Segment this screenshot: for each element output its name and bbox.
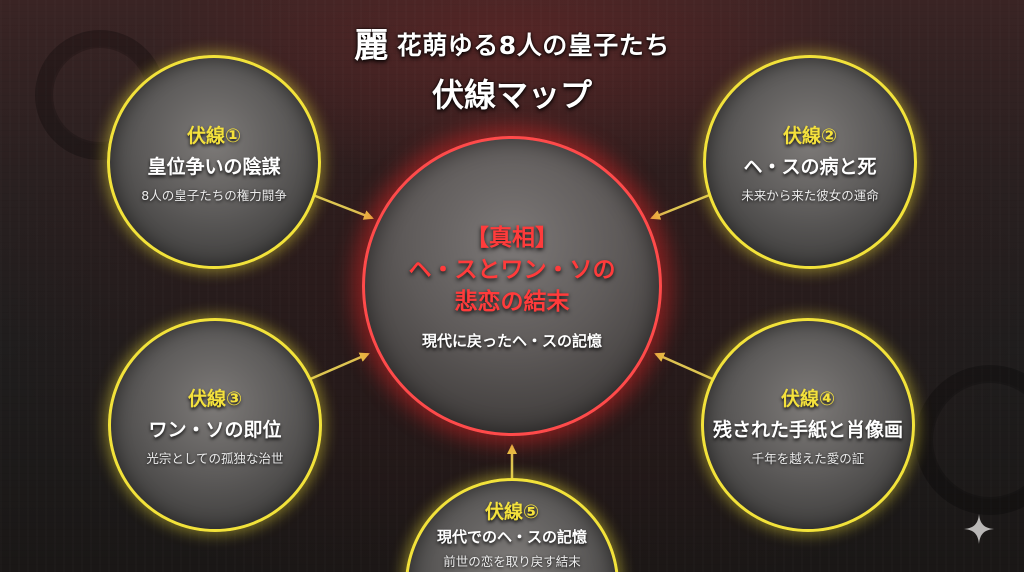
page-title: 麗花萌ゆる8人の皇子たち (0, 18, 1024, 67)
foreshadow-node-3: 伏線③ ワン・ソの即位 光宗としての孤独な治世 (108, 318, 322, 532)
node-label: 伏線⑤ (484, 501, 540, 523)
title-kanji: 麗 (354, 26, 389, 66)
node-sub: 千年を越えた愛の証 (751, 450, 865, 466)
center-heading-line2: 悲恋の結末 (454, 288, 570, 315)
node-heading: 現代でのヘ・スの記憶 (436, 528, 587, 546)
sparkle-icon (964, 514, 994, 544)
node-sub: 未来から来た彼女の運命 (741, 187, 879, 203)
foreshadow-node-1: 伏線① 皇位争いの陰謀 8人の皇子たちの権力闘争 (107, 55, 321, 269)
center-node-truth: 【真相】 ヘ・スとワン・ソの 悲恋の結末 現代に戻ったヘ・スの記憶 (362, 136, 662, 436)
node-sub: 8人の皇子たちの権力闘争 (141, 187, 287, 203)
node-label: 伏線③ (187, 387, 243, 410)
node-label: 伏線① (186, 124, 242, 147)
center-label: 【真相】 (466, 224, 558, 251)
center-heading-line1: ヘ・スとワン・ソの (408, 256, 616, 283)
node-heading: ワン・ソの即位 (148, 418, 282, 441)
node-label: 伏線④ (780, 387, 836, 410)
foreshadow-node-2: 伏線② ヘ・スの病と死 未来から来た彼女の運命 (703, 55, 917, 269)
title-text: 花萌ゆる8人の皇子たち (396, 31, 670, 60)
node-sub: 前世の恋を取り戻す結末 (443, 554, 581, 569)
node-sub: 光宗としての孤独な治世 (146, 450, 284, 466)
center-sub: 現代に戻ったヘ・スの記憶 (421, 331, 602, 350)
node-heading: ヘ・スの病と死 (743, 155, 877, 178)
node-label: 伏線② (782, 124, 838, 147)
foreshadow-node-4: 伏線④ 残された手紙と肖像画 千年を越えた愛の証 (701, 318, 915, 532)
node-heading: 残された手紙と肖像画 (712, 418, 903, 441)
page-subtitle: 伏線マップ (431, 76, 592, 114)
node-heading: 皇位争いの陰謀 (147, 155, 281, 178)
